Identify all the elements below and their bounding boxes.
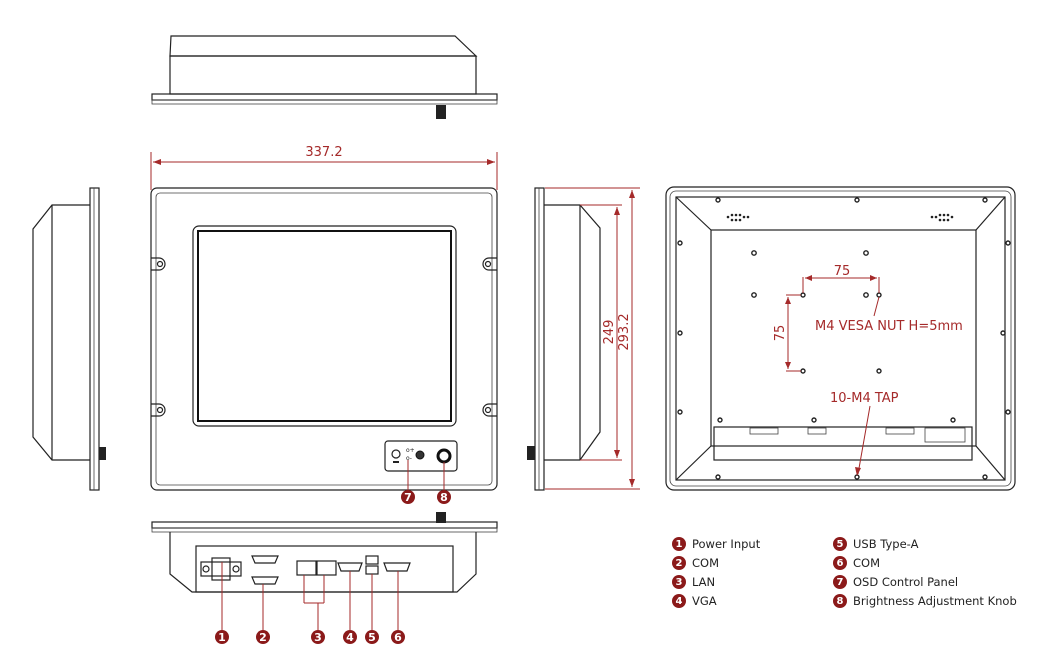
callout-5: 5 [365, 630, 379, 644]
svg-text:o-: o- [406, 455, 412, 462]
top-view [151, 35, 498, 119]
osd-button-icon [415, 450, 425, 460]
usb-port [365, 555, 379, 575]
vesa-h-label: 75 [834, 264, 851, 279]
height-inner-label: 249 [602, 320, 617, 345]
lan-port [296, 560, 337, 576]
rear-view: 75 75 M4 VESA NUT H=5mm 10-M4 TAP [665, 186, 1016, 491]
callout-8: 8 [437, 490, 451, 504]
svg-text:5: 5 [368, 631, 376, 644]
front-view: o+ o- [150, 187, 498, 492]
callout-7: 7 [401, 490, 415, 504]
svg-text:6: 6 [394, 631, 402, 644]
com-port-2 [383, 562, 411, 572]
brightness-knob-icon [436, 448, 452, 464]
right-side-view: 249 293.2 [527, 187, 640, 491]
power-input-port [200, 557, 242, 581]
height-outer-label: 293.2 [617, 313, 632, 350]
callout-6: 6 [391, 630, 405, 644]
mount-hole-icon [151, 257, 497, 417]
bottom-view [151, 512, 498, 630]
vesa-v-label: 75 [773, 325, 788, 342]
svg-text:3: 3 [314, 631, 322, 644]
power-button-icon [391, 449, 401, 459]
osd-panel [384, 440, 458, 472]
vga-port [337, 562, 363, 572]
svg-text:o+: o+ [406, 447, 415, 454]
svg-text:2: 2 [259, 631, 267, 644]
width-dimension: 337.2 [150, 145, 498, 190]
callout-1: 1 [215, 630, 229, 644]
speaker-grille-icon [726, 213, 954, 222]
screw-hole-icon [677, 197, 1011, 480]
left-side-view [32, 187, 106, 491]
svg-text:8: 8 [440, 491, 448, 504]
svg-text:4: 4 [346, 631, 354, 644]
width-label: 337.2 [305, 145, 342, 160]
callout-4: 4 [343, 630, 357, 644]
vesa-note: M4 VESA NUT H=5mm [815, 319, 963, 334]
svg-text:1: 1 [218, 631, 226, 644]
knob-top [436, 105, 446, 119]
svg-text:7: 7 [404, 491, 412, 504]
callout-3: 3 [311, 630, 325, 644]
callout-2: 2 [256, 630, 270, 644]
tap-note: 10-M4 TAP [830, 391, 899, 406]
com-port [251, 555, 279, 585]
